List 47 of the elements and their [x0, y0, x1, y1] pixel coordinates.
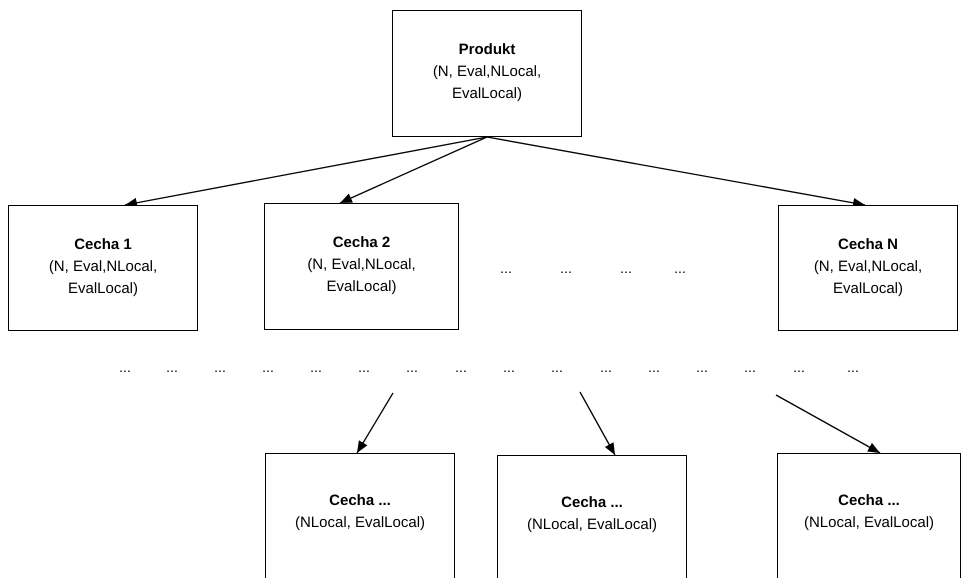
ellipsis-label: ... [847, 359, 859, 375]
ellipsis-label: ... [793, 359, 805, 375]
ellipsis-label: ... [310, 359, 322, 375]
box-title: Produkt [458, 40, 516, 60]
process-box [778, 205, 958, 331]
ellipsis-label: ... [674, 260, 686, 276]
ellipsis-label: ... [600, 359, 612, 375]
box-title: Cecha ... [561, 493, 623, 513]
box-title: Cecha ... [838, 491, 900, 511]
ellipsis-label: ... [500, 260, 512, 276]
box-text: (N, Eval,NLocal, EvalLocal) [432, 62, 542, 104]
arrow [776, 394, 880, 454]
ellipsis-label: ... [214, 359, 226, 375]
ellipsis-label: ... [455, 359, 467, 375]
arrow [486, 136, 866, 208]
ellipsis-label: ... [648, 359, 660, 375]
box-text: (N, Eval,NLocal, EvalLocal) [48, 257, 158, 299]
process-box [392, 10, 582, 137]
box-text: (NLocal, EvalLocal) [294, 513, 426, 533]
box-title: Cecha 2 [332, 233, 390, 253]
ellipsis-label: ... [744, 359, 756, 375]
box-text: (NLocal, EvalLocal) [802, 513, 936, 533]
ellipsis-label: ... [406, 359, 418, 375]
box-title: Cecha N [838, 235, 898, 255]
process-box [497, 455, 687, 578]
process-box [265, 453, 455, 578]
ellipsis-label: ... [119, 359, 131, 375]
ellipsis-label: ... [262, 359, 274, 375]
ellipsis-label: ... [503, 359, 515, 375]
process-box [777, 453, 961, 578]
box-title: Cecha 1 [74, 235, 132, 255]
box-text: (N, Eval,NLocal, EvalLocal) [812, 257, 924, 299]
ellipsis-label: ... [696, 359, 708, 375]
ellipsis-label: ... [560, 260, 572, 276]
arrow [356, 392, 394, 454]
box-title: Cecha ... [329, 491, 391, 511]
process-box [264, 203, 459, 330]
arrow [340, 136, 488, 204]
ellipsis-label: ... [358, 359, 370, 375]
arrow [579, 392, 616, 456]
ellipsis-label: ... [166, 359, 178, 375]
ellipsis-label: ... [551, 359, 563, 375]
process-box [8, 205, 198, 331]
box-text: (N, Eval,NLocal, EvalLocal) [306, 255, 417, 297]
box-text: (NLocal, EvalLocal) [526, 515, 658, 535]
ellipsis-label: ... [620, 260, 632, 276]
arrow [124, 136, 488, 208]
